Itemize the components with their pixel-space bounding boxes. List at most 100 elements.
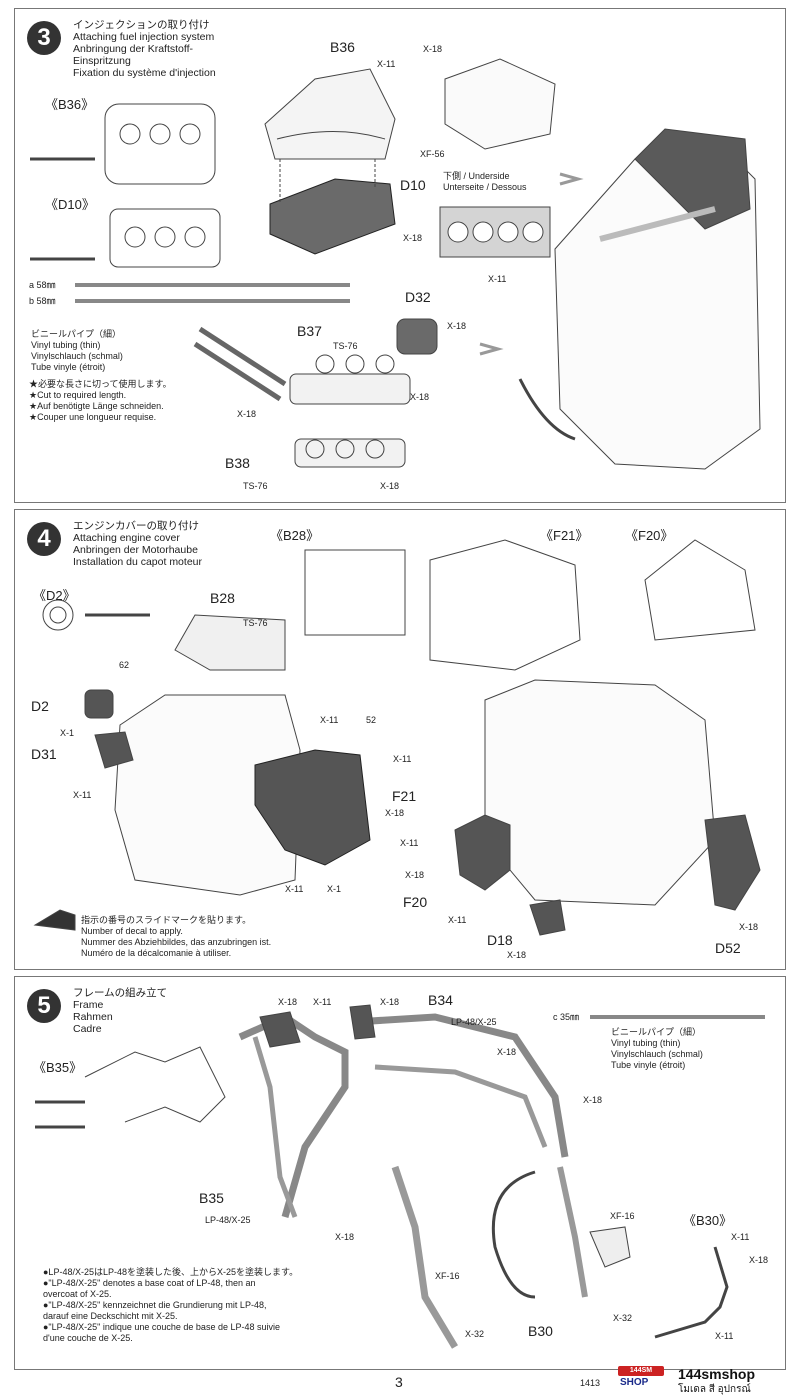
step-4-title: エンジンカバーの取り付け Attaching engine cover Anbr…: [73, 520, 202, 568]
ref-d10-part: [109, 208, 221, 268]
b28-part: [174, 614, 286, 671]
tubing-b: b 58㎜: [29, 296, 56, 306]
title-fr: Installation du capot moteur: [73, 556, 202, 568]
vinyl-de: Vinylschlauch (schmal): [611, 1049, 703, 1059]
decal-note-de: Nummer des Abziehbildes, das anzubringen…: [81, 937, 272, 947]
part-d52-label: D52: [715, 940, 741, 956]
part-b38-label: B38: [225, 455, 250, 471]
shop-badge: 144SM: [618, 1366, 664, 1376]
decal-note-fr: Numéro de la décalcomanie à utiliser.: [81, 948, 232, 958]
d32-part: [396, 318, 438, 355]
d2-part: [84, 689, 114, 719]
title-jp: エンジンカバーの取り付け: [73, 520, 199, 532]
paint-x11-b: X-11: [320, 715, 339, 725]
ref-d10-label: 《D10》: [45, 197, 95, 212]
paint-lp48: LP-48/X-25: [451, 1017, 497, 1027]
note-en-2: overcoat of X-25.: [43, 1289, 112, 1299]
paint-x18-d: X-18: [583, 1095, 603, 1105]
b36-cover: [264, 68, 396, 160]
vinyl-fr: Tube vinyle (étroit): [611, 1060, 686, 1070]
paint-x18-f: X-18: [380, 481, 400, 491]
paint-ts76: TS-76: [243, 618, 268, 628]
page-number: 3: [395, 1374, 403, 1390]
step-5-title: フレームの組み立て Frame Rahmen Cadre: [73, 987, 167, 1035]
paint-x32-b: X-32: [613, 1313, 633, 1323]
paint-x18-f: X-18: [749, 1255, 769, 1265]
cut-jp: ★必要な長さに切って使用します。: [29, 379, 172, 389]
paint-x11-c: X-11: [393, 754, 412, 764]
paint-x11-e: X-11: [400, 838, 419, 848]
shop-tagline: โมเดล สี อุปกรณ์: [678, 1384, 751, 1395]
step-5-illustration: [35, 1004, 765, 1349]
d31-part: [94, 731, 134, 769]
engine-right: [484, 679, 716, 906]
paint-x18-b: X-18: [405, 870, 425, 880]
title-fr: Fixation du système d'injection: [73, 67, 216, 79]
part-b30-label: B30: [528, 1323, 553, 1339]
cut-fr: ★Couper une longueur requise.: [29, 412, 157, 422]
paint-x18: X-18: [385, 808, 405, 818]
decal-62: 62: [119, 660, 130, 670]
ref-f21-part: [429, 539, 581, 671]
paint-x18: X-18: [423, 44, 443, 54]
ref-b28-label: 《B28》: [270, 528, 320, 543]
paint-ts76: TS-76: [333, 341, 358, 351]
ref-f20-label: 《F20》: [625, 528, 674, 543]
part-f21-label: F21: [392, 788, 417, 804]
paint-x18-b: X-18: [403, 233, 423, 243]
paint-x11-b: X-11: [731, 1232, 750, 1242]
paint-x18-b: X-18: [380, 997, 400, 1007]
ref-f20-part: [644, 539, 756, 641]
part-b34-label: B34: [428, 992, 453, 1008]
intake-part: [444, 58, 556, 150]
ref-b30-part: [654, 1246, 729, 1339]
vinyl-en: Vinyl tubing (thin): [31, 340, 101, 350]
underside-label: 下側 / Underside: [443, 171, 510, 181]
part-d32-label: D32: [405, 289, 431, 305]
step-4-illustration: [33, 539, 761, 936]
f20-part: [454, 814, 511, 891]
ref-b36-label: 《B36》: [45, 97, 95, 112]
paint-x11-c: X-11: [715, 1331, 734, 1341]
step-3-illustration: [30, 58, 761, 470]
title-de-2: Einspritzung: [73, 55, 131, 67]
d52-part: [704, 814, 761, 911]
paint-x11-b: X-11: [488, 274, 507, 284]
d10-plate: [269, 178, 396, 255]
d18-part: [529, 899, 566, 936]
paint-x11: X-11: [313, 997, 332, 1007]
vinyl-jp: ビニールパイプ（細）: [611, 1027, 702, 1037]
vinyl-tube-c: [491, 1170, 536, 1299]
paint-xf56: XF-56: [420, 149, 445, 159]
paint-x18: X-18: [278, 997, 298, 1007]
step-number-5: 5: [27, 989, 61, 1023]
manual-code: 1413: [580, 1378, 601, 1388]
swing-arm: [391, 1165, 459, 1349]
step-number-3: 3: [27, 21, 61, 55]
vinyl-en: Vinyl tubing (thin): [611, 1038, 681, 1048]
tubing-c: c 35㎜: [553, 1012, 580, 1022]
b30-plate: [589, 1226, 631, 1268]
step-3-panel: 3 インジェクションの取り付け Attaching fuel injection…: [14, 8, 786, 503]
note-de-1: ●"LP-48/X-25" kennzeichnet die Grundieru…: [43, 1300, 267, 1310]
title-en: Attaching engine cover: [73, 532, 180, 544]
title-de: Anbringung der Kraftstoff-: [73, 43, 194, 55]
step-3-title: インジェクションの取り付け Attaching fuel injection s…: [73, 19, 216, 79]
title-fr: Cadre: [73, 1023, 102, 1035]
title-jp: フレームの組み立て: [73, 987, 168, 999]
step-number-4: 4: [27, 522, 61, 556]
paint-x18-c: X-18: [507, 950, 527, 960]
underside-label-2: Unterseite / Dessous: [443, 182, 527, 192]
vinyl-jp: ビニールパイプ（細）: [31, 329, 122, 339]
paint-x18-c: X-18: [447, 321, 467, 331]
b38-part: [294, 438, 406, 468]
part-b28-label: B28: [210, 590, 235, 606]
title-de: Rahmen: [73, 1011, 113, 1023]
tubing-a: a 58㎜: [29, 280, 56, 290]
ref-b35-part: [84, 1046, 226, 1123]
step-5-panel: 5 フレームの組み立て Frame Rahmen Cadre: [14, 976, 786, 1370]
title-jp: インジェクションの取り付け: [73, 19, 210, 31]
decal-arrow-icon: [33, 909, 76, 931]
note-fr-1: ●"LP-48/X-25" indique une couche de base…: [43, 1322, 280, 1332]
paint-x1: X-1: [60, 728, 75, 738]
